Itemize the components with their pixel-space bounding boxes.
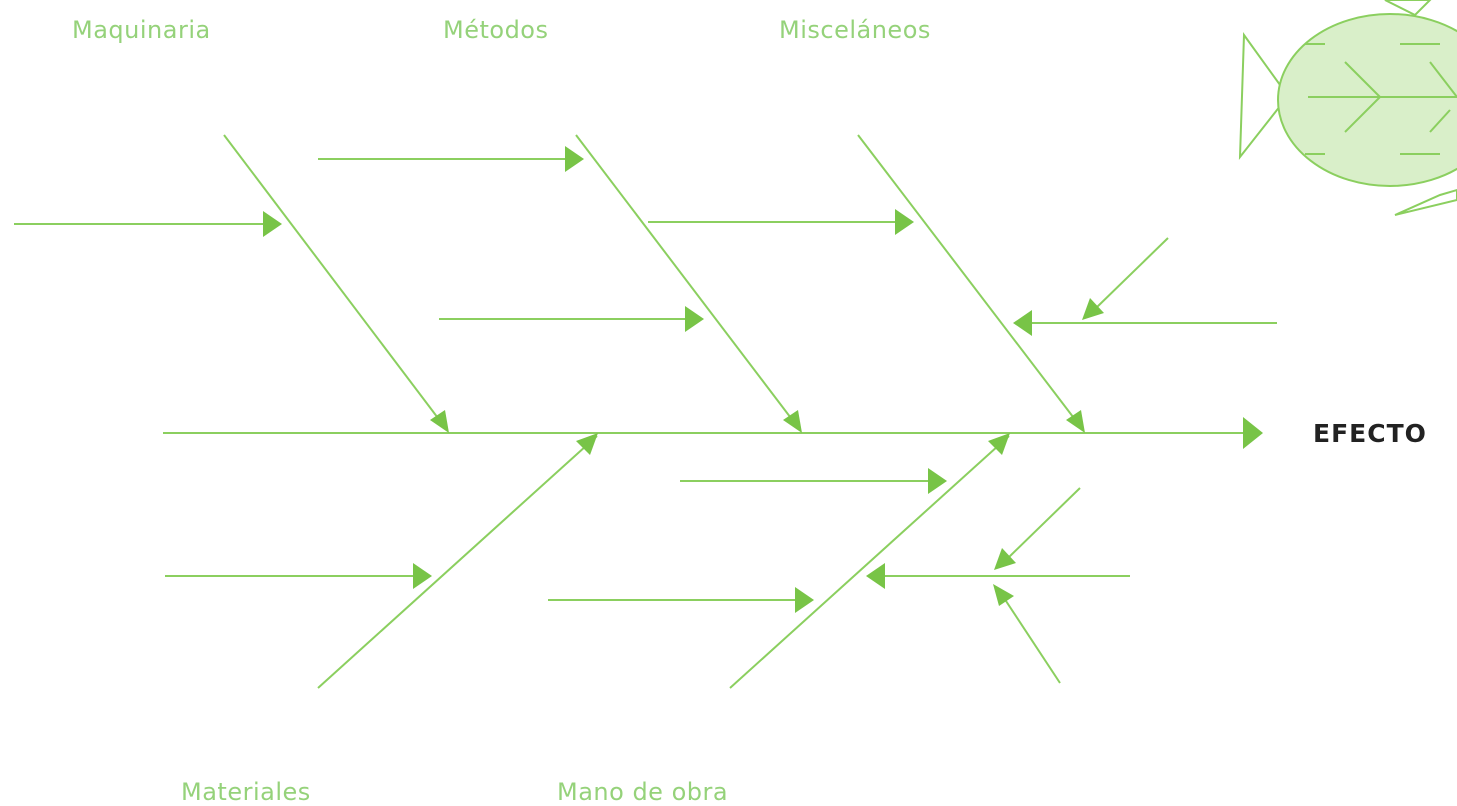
fish-icon xyxy=(1238,0,1457,216)
secondary-arrow xyxy=(1082,237,1169,320)
category-label-miscelaneos: Misceláneos xyxy=(779,16,931,44)
secondary-arrow xyxy=(993,584,1061,684)
subcause-arrow xyxy=(439,306,704,332)
bone-maquinaria xyxy=(223,134,449,433)
category-label-mano-de-obra: Mano de obra xyxy=(557,778,728,806)
subcause-arrow xyxy=(1013,310,1277,336)
bone-miscelaneos xyxy=(857,134,1085,433)
category-label-maquinaria: Maquinaria xyxy=(72,16,211,44)
spine-arrowhead xyxy=(1243,417,1263,449)
subcause-arrow xyxy=(14,211,282,237)
subcause-arrow xyxy=(165,563,432,589)
subcause-arrow xyxy=(648,209,914,235)
subcause-arrow xyxy=(680,468,947,494)
category-label-metodos: Métodos xyxy=(443,16,549,44)
category-label-materiales: Materiales xyxy=(181,778,311,806)
subcause-arrow xyxy=(866,563,1130,589)
subcause-arrow xyxy=(318,146,584,172)
subcause-arrow xyxy=(548,587,814,613)
effect-label: EFECTO xyxy=(1313,419,1427,448)
bone-metodos xyxy=(575,134,802,433)
bone-materiales xyxy=(317,433,598,689)
secondary-arrow xyxy=(994,487,1081,570)
bone-mano-de-obra xyxy=(729,433,1010,689)
main-spine xyxy=(163,417,1263,449)
